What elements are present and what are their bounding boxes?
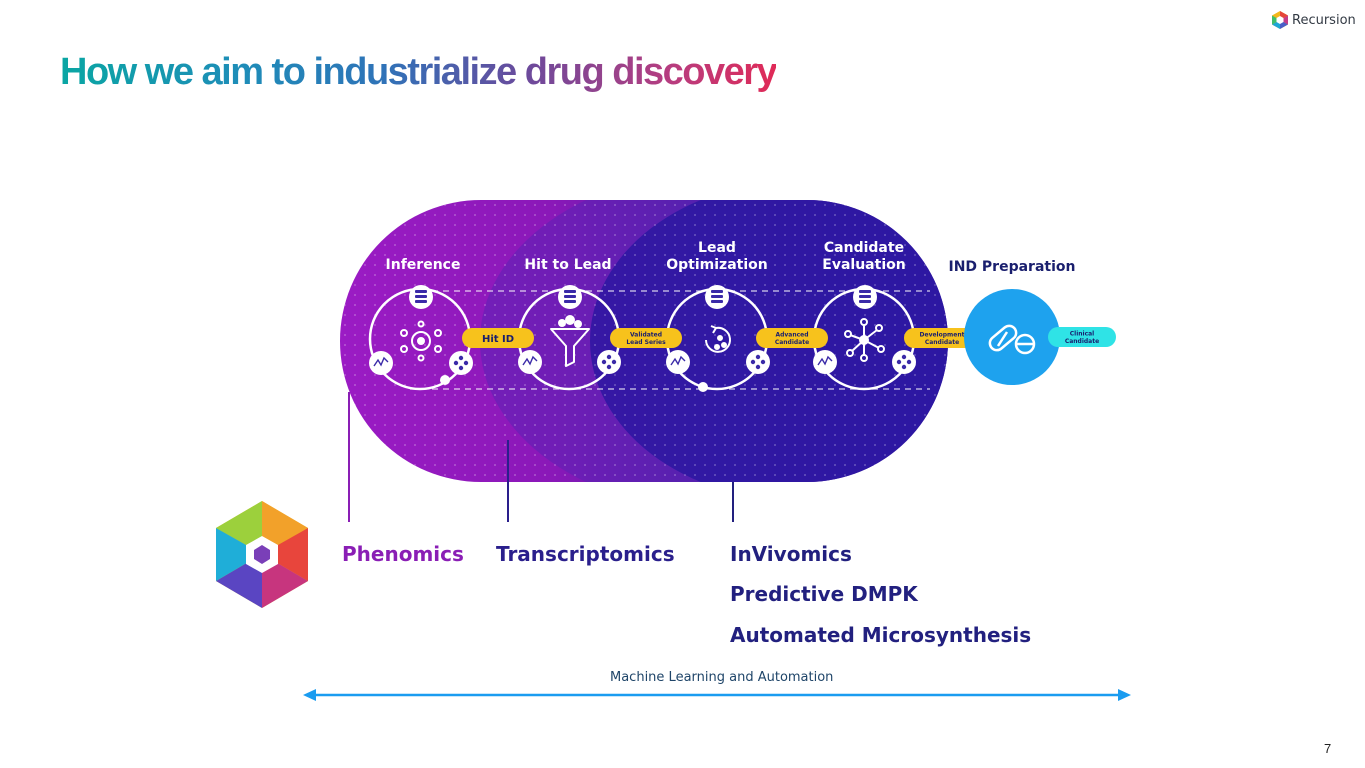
svg-text:Development: Development — [920, 332, 965, 339]
milestone-clinical-candidate: Clinical Candidate — [1048, 327, 1116, 347]
stage-candidate-evaluation-line2: Evaluation — [822, 257, 905, 273]
page-number: 7 — [1324, 741, 1332, 756]
pill-icon — [988, 324, 1036, 355]
stage-lead-optimization-line1: Lead — [698, 240, 736, 256]
stage-hit-to-lead: Hit to Lead — [524, 257, 611, 273]
svg-text:Validated: Validated — [630, 332, 662, 339]
ml-automation-label: Machine Learning and Automation — [610, 670, 834, 685]
sparkline-icon — [373, 355, 833, 367]
gear-network-icon — [400, 320, 442, 362]
brand-name: Recursion — [1292, 12, 1356, 28]
brand-logo: Recursion — [1272, 11, 1356, 29]
milestone-advanced-candidate: Advanced Candidate — [756, 328, 828, 348]
milestone-hit-id: Hit ID — [462, 328, 534, 348]
stage-candidate-evaluation-line1: Candidate — [824, 240, 904, 256]
funnel-icon — [550, 315, 590, 367]
recursion-logo-icon — [1272, 11, 1288, 29]
svg-text:Candidate: Candidate — [1065, 338, 1099, 345]
svg-text:Hit ID: Hit ID — [482, 334, 514, 345]
ml-automation-arrow — [303, 689, 1131, 701]
platform-automated-microsynthesis: Automated Microsynthesis — [730, 623, 1032, 647]
database-icon — [415, 290, 871, 303]
svg-text:Clinical: Clinical — [1070, 331, 1095, 338]
stage-lead-optimization-line2: Optimization — [666, 257, 767, 273]
svg-text:Lead Series: Lead Series — [626, 339, 666, 346]
platform-predictive-dmpk: Predictive DMPK — [730, 582, 918, 606]
page-title: How we aim to industrialize drug discove… — [60, 51, 778, 93]
stage-inference: Inference — [386, 257, 461, 273]
platform-phenomics: Phenomics — [342, 542, 464, 566]
platform-invivomics: InVivomics — [730, 542, 852, 566]
hexagon-cube-icon — [216, 501, 308, 608]
svg-text:Candidate: Candidate — [775, 339, 809, 346]
milestone-validated-lead-series: Validated Lead Series — [610, 328, 682, 348]
node-cluster-icon — [453, 354, 912, 371]
molecule-icon — [844, 318, 885, 362]
svg-text:Candidate: Candidate — [925, 339, 959, 346]
cycle-icon — [705, 325, 731, 353]
platform-transcriptomics: Transcriptomics — [496, 542, 675, 566]
stage-ind-preparation: IND Preparation — [949, 259, 1076, 275]
stage-badges — [369, 285, 916, 375]
milestone-development-candidate: Development Candidate — [904, 328, 980, 348]
ind-preparation-circle — [964, 289, 1060, 385]
svg-text:Advanced: Advanced — [775, 332, 808, 339]
